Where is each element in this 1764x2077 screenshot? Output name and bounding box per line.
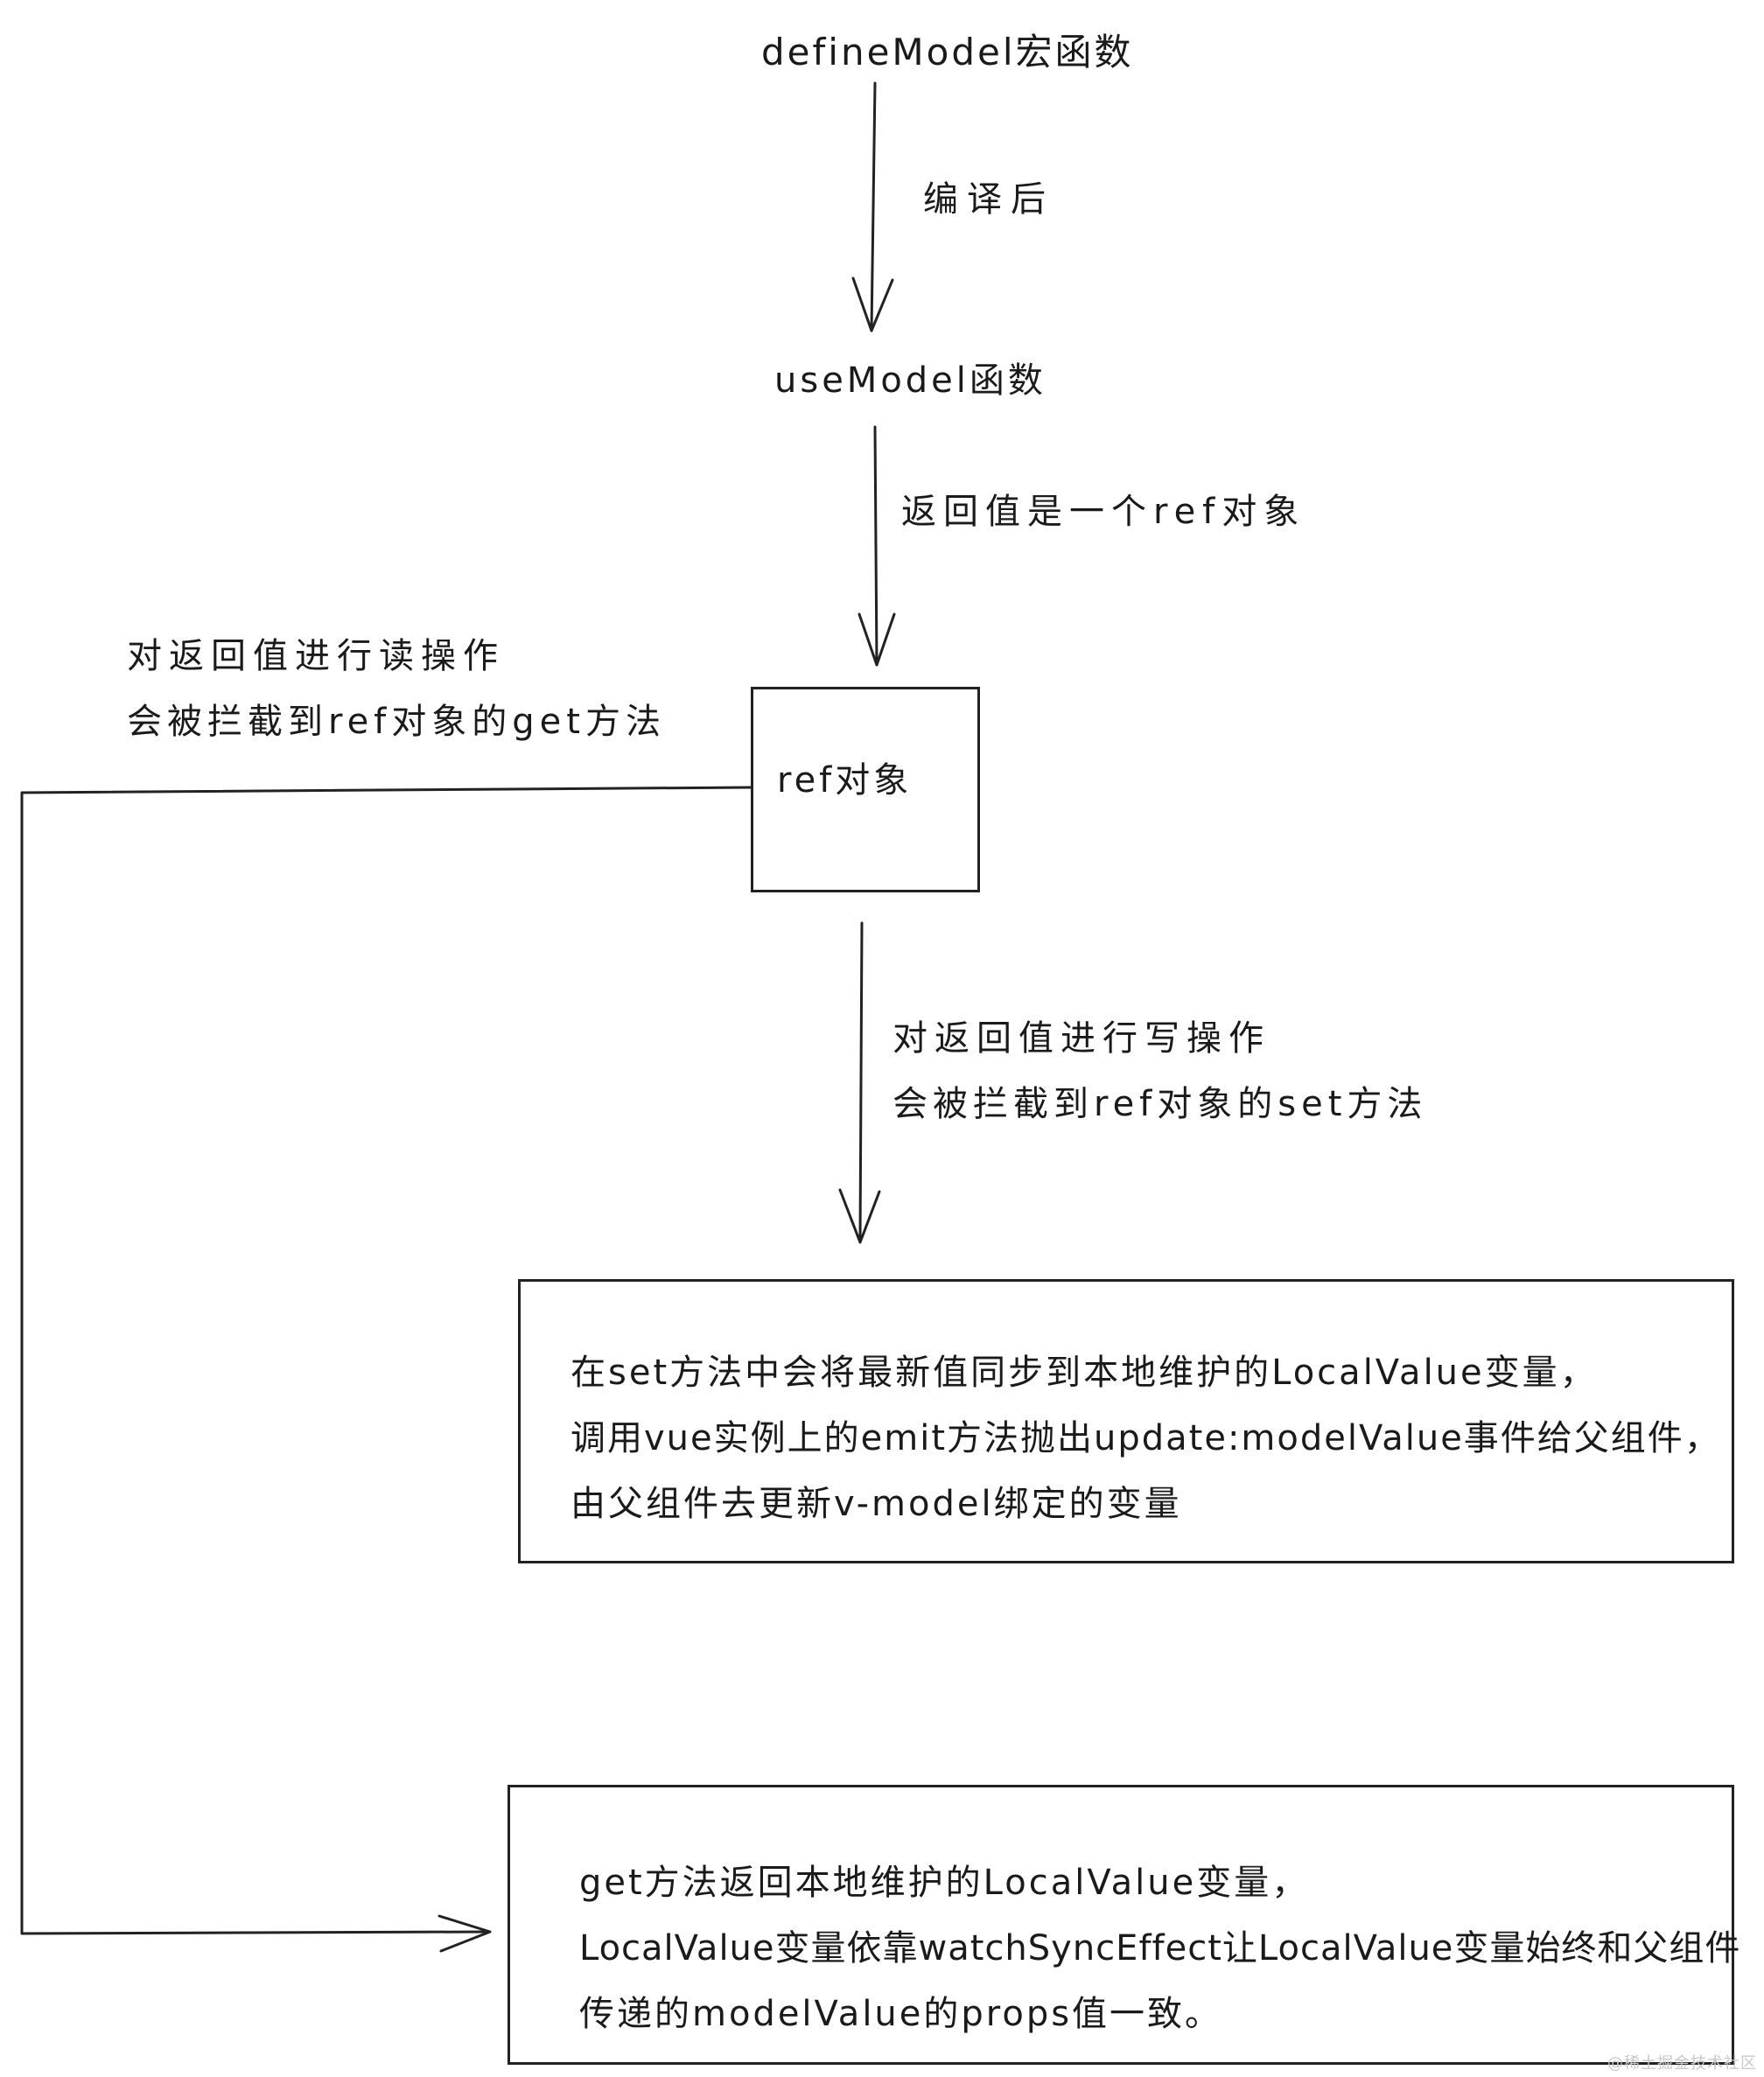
node-define-model: defineModel宏函数 (761, 31, 1134, 73)
node-set-box (518, 1279, 1734, 1563)
arrowhead-read-op (438, 1914, 492, 1953)
arrow-compile (870, 81, 877, 332)
node-ref-object: ref对象 (777, 760, 913, 801)
node-ref-object-box (751, 687, 980, 892)
set-box-line-2: 调用vue实例上的emit方法抛出update:modelValue事件给父组件… (570, 1418, 1721, 1458)
arrow-read-op (20, 786, 752, 1935)
arrowhead-returns-ref (858, 612, 896, 667)
edge-label-returns-ref: 返回值是一个ref对象 (901, 492, 1306, 532)
set-box-line-1: 在set方法中会将最新值同步到本地维护的LocalValue变量， (570, 1353, 1598, 1393)
write-op-line-1: 对返回值进行写操作 (892, 1018, 1270, 1059)
get-box-line-1: get方法返回本地维护的LocalValue变量， (579, 1863, 1310, 1903)
arrowhead-write-op (838, 1188, 881, 1244)
arrow-returns-ref (873, 425, 878, 667)
set-box-line-3: 由父组件去更新v-model绑定的变量 (570, 1484, 1182, 1524)
arrowhead-compile (851, 276, 894, 332)
read-op-line-1: 对返回值进行读操作 (127, 636, 505, 676)
edge-label-compile: 编译后 (923, 179, 1054, 220)
arrow-write-op (858, 921, 864, 1242)
write-op-line-2: 会被拦截到ref对象的set方法 (892, 1084, 1428, 1124)
get-box-line-3: 传递的modelValue的props值一致。 (579, 1994, 1223, 2034)
node-get-box (508, 1785, 1734, 2065)
node-use-model: useModel函数 (774, 360, 1046, 401)
watermark: @稀土掘金技术社区 (1607, 2054, 1757, 2073)
get-box-line-2: LocalValue变量依靠watchSyncEffect让LocalValue… (579, 1928, 1741, 1969)
read-op-line-2: 会被拦截到ref对象的get方法 (127, 702, 666, 742)
